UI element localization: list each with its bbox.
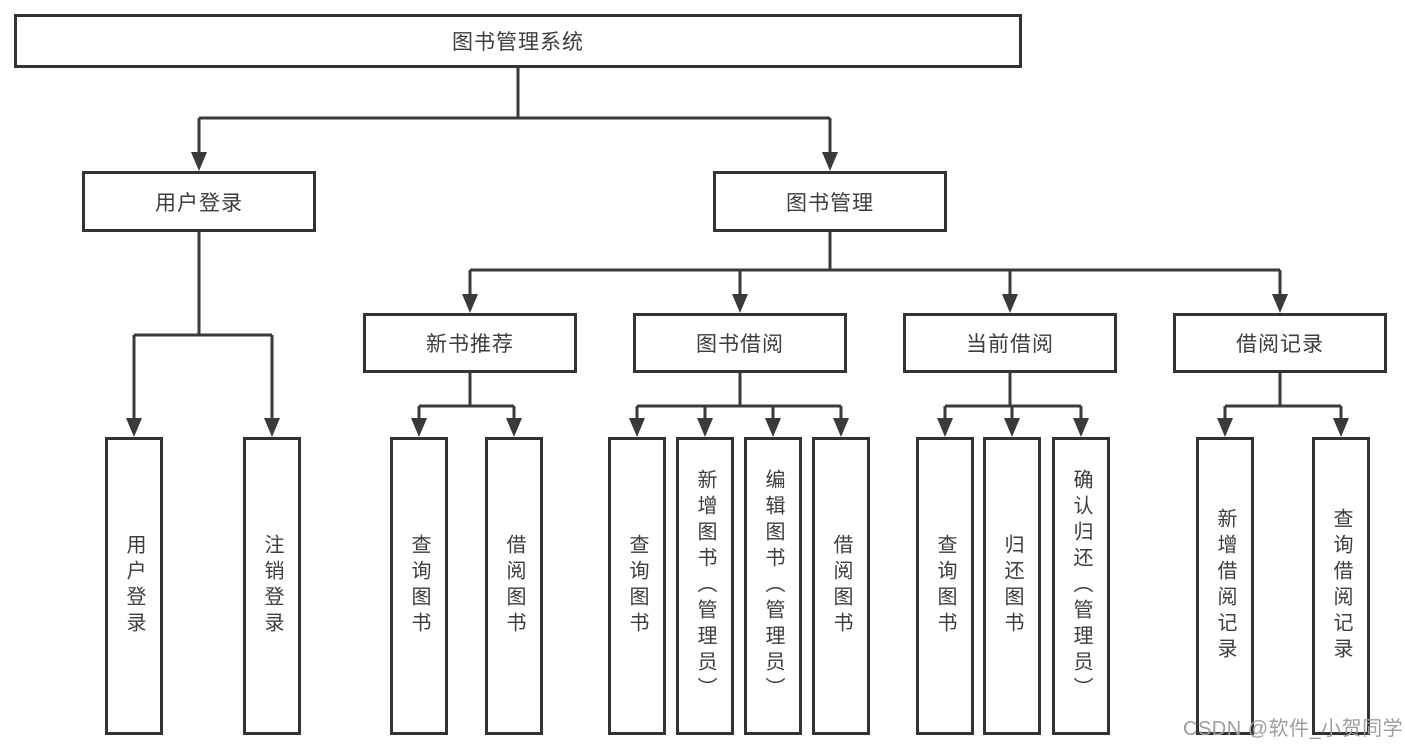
node-label: 图书管理系统: [452, 31, 584, 54]
node-label: 查询图书: [934, 534, 956, 638]
node-label: 查询图书: [408, 534, 430, 638]
node-label: 用户登录: [155, 191, 243, 215]
node-label: 图书管理: [786, 191, 874, 215]
node-book-management: 图书管理: [713, 171, 947, 232]
connector-new-book-rec-children: [411, 373, 522, 437]
leaf-add-borrow-record: 新增借阅记录: [1196, 437, 1254, 735]
node-label: 注销登录: [261, 534, 283, 638]
connector-user-login-children: [126, 232, 280, 437]
node-label: 查询图书: [626, 534, 648, 638]
leaf-query-books-current: 查询图书: [916, 437, 974, 735]
leaf-logout: 注销登录: [243, 437, 301, 735]
node-label: 新增图书（管理员）: [694, 469, 716, 703]
leaf-edit-books-admin: 编辑图书（管理员）: [744, 437, 802, 735]
connector-book-borrow-children: [629, 373, 849, 437]
node-label: 用户登录: [123, 534, 145, 638]
node-user-login: 用户登录: [82, 171, 316, 232]
leaf-query-books-borrowing: 查询图书: [608, 437, 666, 735]
node-label: 查询借阅记录: [1330, 508, 1352, 664]
node-label: 新增借阅记录: [1214, 508, 1236, 664]
connector-current-borrow-children: [937, 373, 1089, 437]
leaf-user-login: 用户登录: [105, 437, 163, 735]
leaf-return-books: 归还图书: [983, 437, 1041, 735]
leaf-confirm-return-admin: 确认归还（管理员）: [1052, 437, 1110, 735]
node-book-borrowing: 图书借阅: [633, 313, 847, 373]
connector-book-mgmt-children: [462, 232, 1288, 313]
leaf-add-books-admin: 新增图书（管理员）: [676, 437, 734, 735]
leaf-query-borrow-record: 查询借阅记录: [1312, 437, 1370, 735]
node-label: 编辑图书（管理员）: [762, 469, 784, 703]
node-label: 借阅图书: [830, 534, 852, 638]
node-label: 确认归还（管理员）: [1070, 469, 1092, 703]
node-label: 新书推荐: [426, 333, 514, 356]
node-label: 借阅记录: [1236, 333, 1324, 356]
node-label: 借阅图书: [503, 534, 525, 638]
node-label: 当前借阅: [966, 333, 1054, 356]
leaf-query-books-recommendation: 查询图书: [390, 437, 448, 735]
csdn-watermark: CSDN @软件_小贺同学: [1183, 718, 1404, 740]
node-label: 归还图书: [1001, 534, 1023, 638]
leaf-borrow-books: 借阅图书: [812, 437, 870, 735]
connector-root-to-level1: [191, 68, 838, 171]
leaf-borrow-books-recommendation: 借阅图书: [485, 437, 543, 735]
node-current-borrowing: 当前借阅: [903, 313, 1117, 373]
node-library-management-system: 图书管理系统: [14, 14, 1022, 68]
connector-borrow-record-children: [1217, 373, 1349, 437]
node-borrowing-records: 借阅记录: [1173, 313, 1387, 373]
node-new-book-recommendation: 新书推荐: [363, 313, 577, 373]
node-label: 图书借阅: [696, 333, 784, 356]
